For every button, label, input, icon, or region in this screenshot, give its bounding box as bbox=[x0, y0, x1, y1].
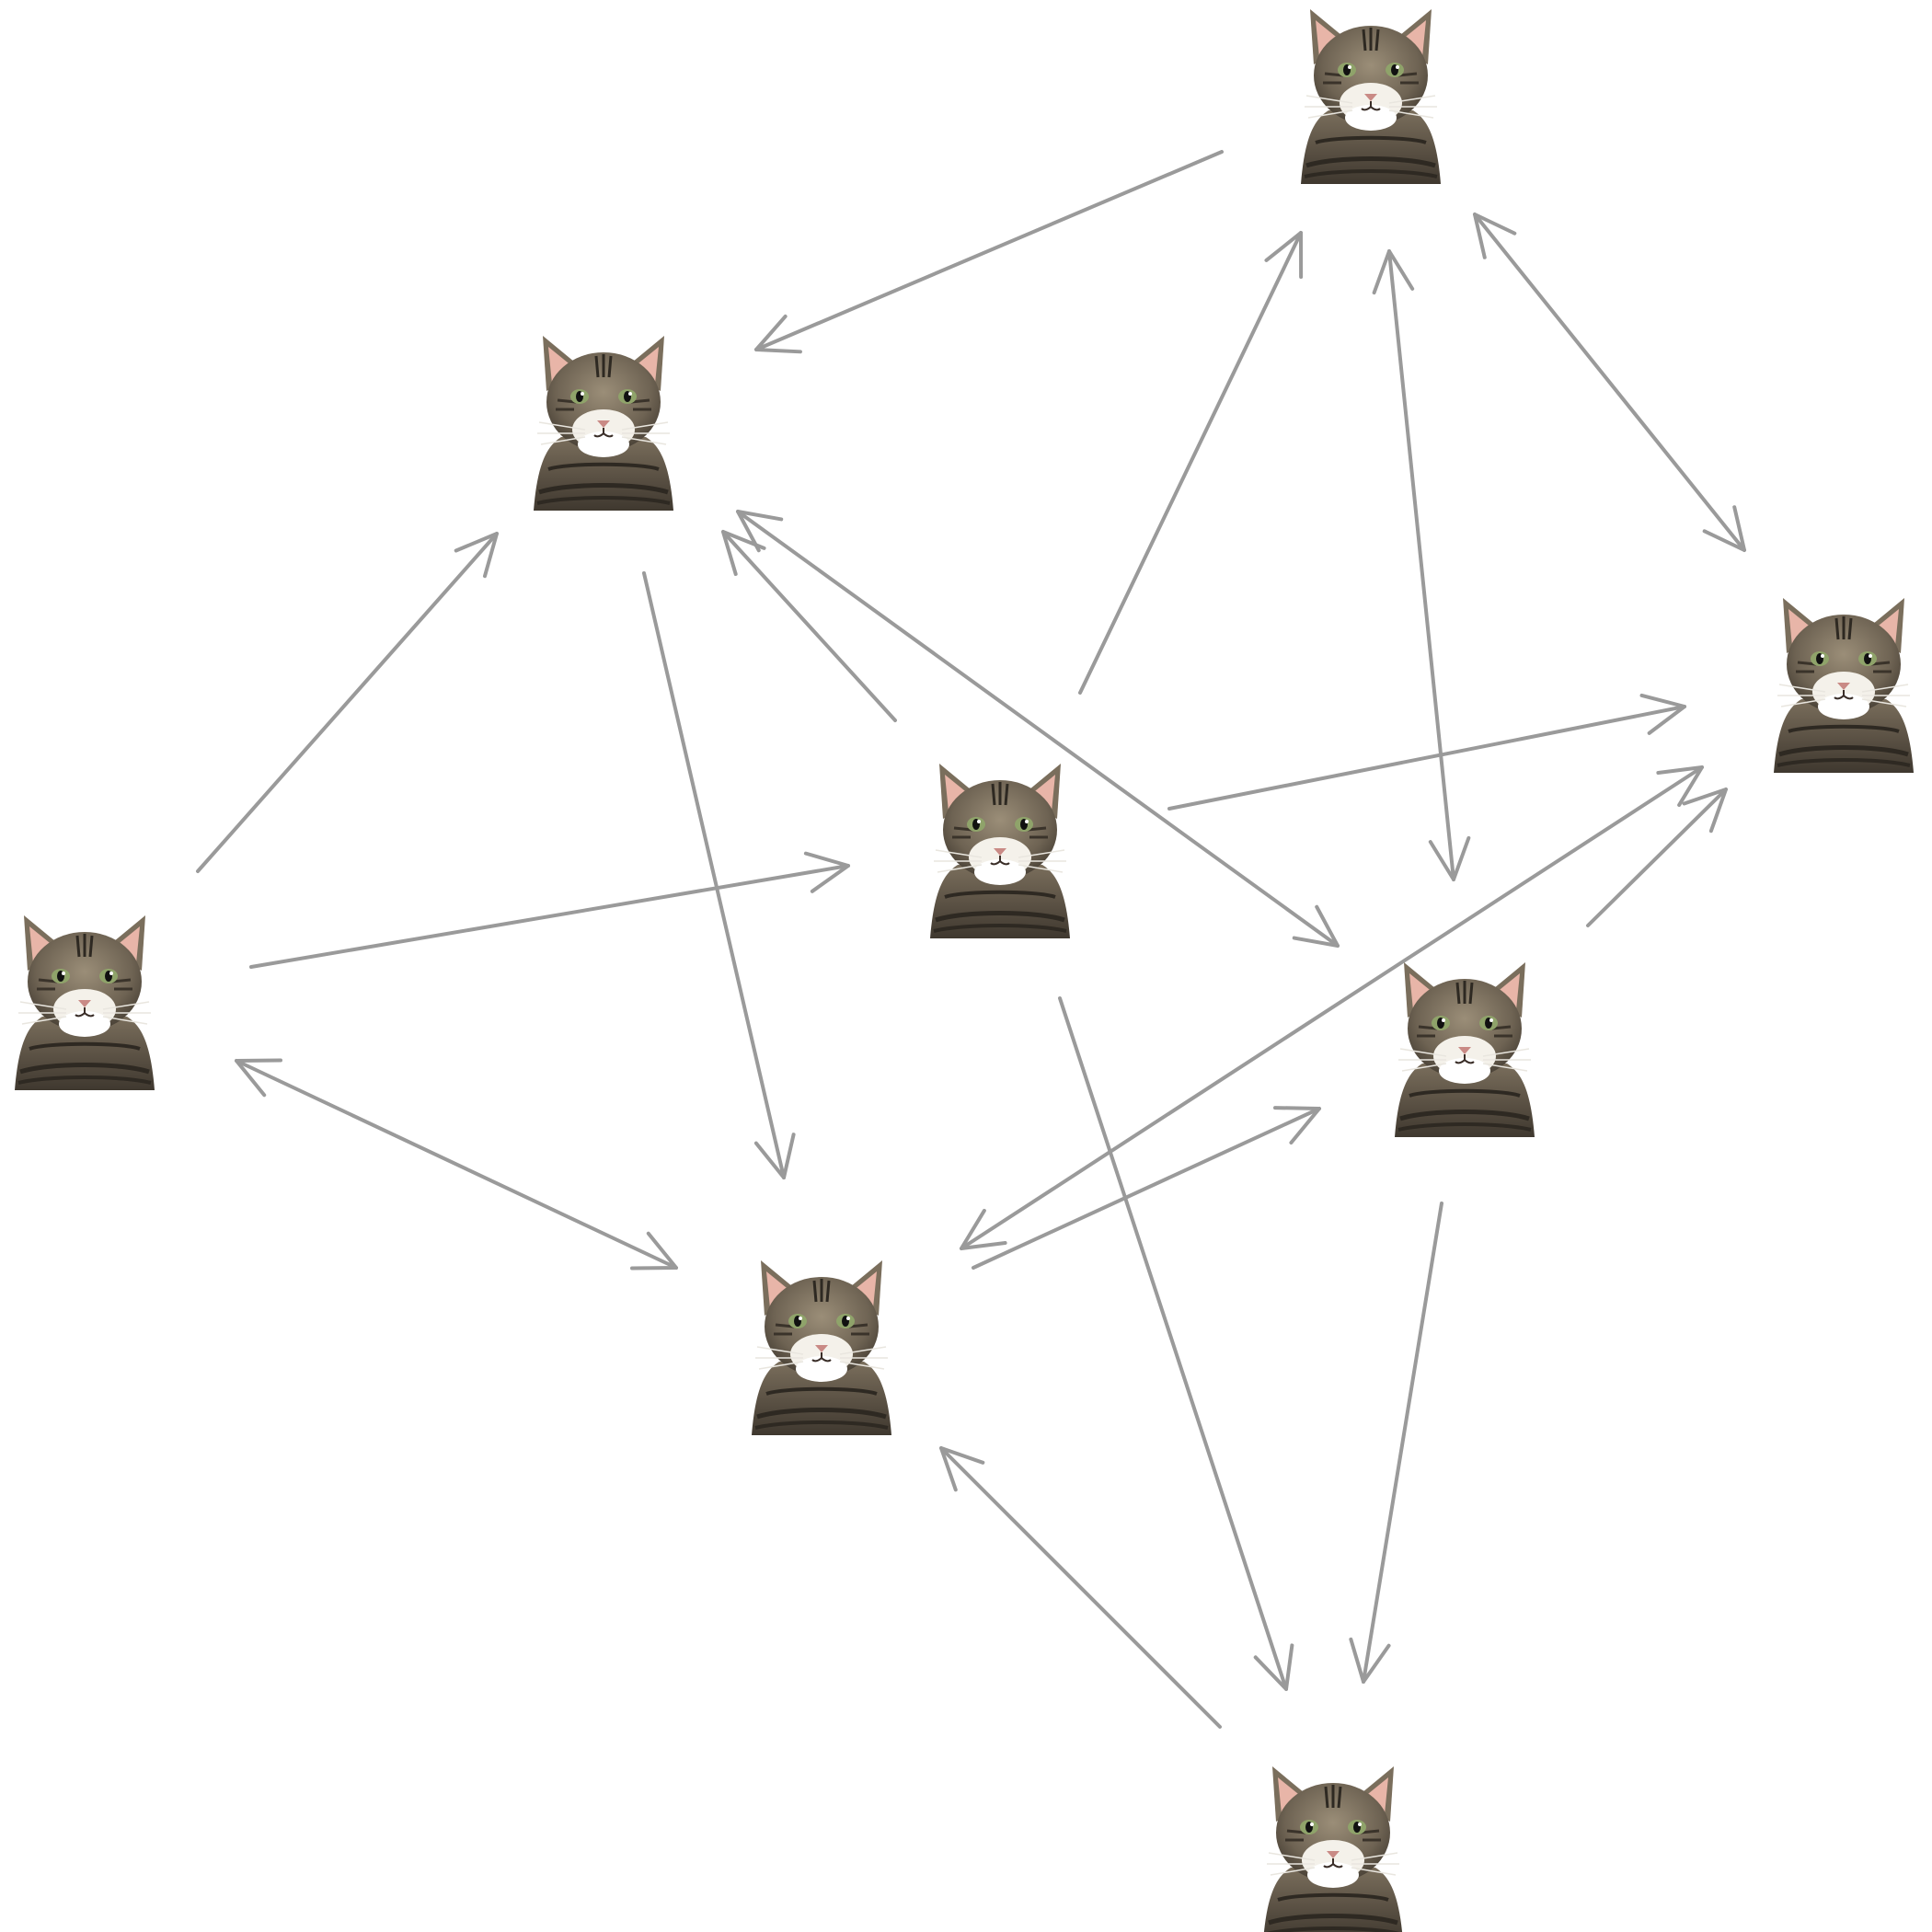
edge-cat-center-to-cat-upper-left bbox=[721, 530, 897, 722]
edge-cat-center-to-cat-top-right bbox=[1078, 231, 1304, 695]
edge-line bbox=[721, 530, 897, 722]
arrowhead-icon bbox=[754, 314, 802, 354]
edge-line bbox=[736, 510, 1340, 948]
edge-line bbox=[1078, 231, 1303, 695]
node-cat-center bbox=[930, 764, 1070, 938]
node-cat-bottom bbox=[1263, 1766, 1403, 1932]
edge-cat-lower-center-to-cat-right-middle bbox=[972, 1106, 1321, 1270]
edge-cat-top-right-to-cat-upper-left bbox=[754, 150, 1224, 354]
edge-cat-center-to-cat-far-right bbox=[1167, 693, 1686, 811]
arrowhead-icon bbox=[1473, 213, 1517, 259]
edge-line bbox=[939, 1446, 1222, 1729]
arrowhead-icon bbox=[753, 1133, 796, 1179]
nodes-layer bbox=[15, 9, 1914, 1932]
edge-cat-far-left-to-cat-lower-center bbox=[235, 1058, 678, 1271]
cat-photo-icon bbox=[534, 336, 673, 511]
edge-line bbox=[960, 765, 1704, 1250]
arrowhead-icon bbox=[1253, 1643, 1294, 1691]
cat-photo-icon bbox=[752, 1260, 891, 1435]
edge-cat-top-right-to-cat-right-middle bbox=[1372, 249, 1471, 881]
node-cat-lower-center bbox=[752, 1260, 891, 1435]
arrowhead-icon bbox=[960, 1208, 1007, 1250]
edge-line bbox=[1167, 705, 1686, 811]
edge-cat-far-left-to-cat-upper-left bbox=[196, 532, 499, 873]
arrowhead-icon bbox=[1292, 904, 1340, 948]
arrowhead-icon bbox=[1264, 231, 1304, 279]
edge-cat-far-left-to-cat-center bbox=[249, 851, 850, 969]
cat-photo-icon bbox=[15, 915, 155, 1090]
edge-line bbox=[1362, 1202, 1443, 1684]
edge-cat-right-middle-to-cat-far-right bbox=[1586, 788, 1728, 927]
arrowhead-icon bbox=[1702, 505, 1746, 552]
edges-layer bbox=[196, 150, 1746, 1729]
cat-photo-icon bbox=[1774, 598, 1914, 773]
edge-cat-far-right-to-cat-lower-center bbox=[960, 765, 1704, 1250]
arrowhead-icon bbox=[721, 530, 766, 577]
edge-line bbox=[1473, 213, 1746, 552]
edge-line bbox=[249, 864, 850, 969]
edge-cat-bottom-to-cat-lower-center bbox=[939, 1446, 1222, 1729]
edge-line bbox=[972, 1107, 1321, 1270]
edge-line bbox=[1586, 788, 1728, 927]
edge-cat-upper-left-to-cat-lower-center bbox=[642, 571, 796, 1179]
node-cat-top-right bbox=[1301, 9, 1441, 184]
arrowhead-icon bbox=[1656, 765, 1704, 808]
arrowhead-icon bbox=[1372, 249, 1415, 295]
arrowhead-icon bbox=[1639, 693, 1686, 735]
cat-photo-icon bbox=[1301, 9, 1441, 184]
arrowhead-icon bbox=[235, 1058, 282, 1098]
cat-photo-icon bbox=[1263, 1766, 1403, 1932]
edge-line bbox=[1058, 996, 1288, 1691]
arrowhead-icon bbox=[1349, 1637, 1391, 1684]
edge-cat-upper-left-to-cat-right-middle bbox=[736, 510, 1340, 948]
edge-line bbox=[196, 532, 499, 873]
node-cat-far-left bbox=[15, 915, 155, 1090]
edge-line bbox=[642, 571, 786, 1179]
edge-line bbox=[754, 150, 1224, 351]
node-cat-far-right bbox=[1774, 598, 1914, 773]
arrowhead-icon bbox=[454, 532, 499, 579]
edge-cat-center-to-cat-bottom bbox=[1058, 996, 1294, 1691]
node-cat-upper-left bbox=[534, 336, 673, 511]
node-cat-right-middle bbox=[1395, 962, 1535, 1137]
edge-line bbox=[235, 1059, 678, 1270]
arrowhead-icon bbox=[630, 1231, 678, 1271]
arrowhead-icon bbox=[1682, 788, 1728, 834]
arrowhead-icon bbox=[736, 510, 784, 553]
arrowhead-icon bbox=[1273, 1106, 1321, 1145]
cat-photo-icon bbox=[930, 764, 1070, 938]
arrowhead-icon bbox=[939, 1446, 985, 1492]
arrowhead-icon bbox=[1428, 835, 1471, 881]
arrowhead-icon bbox=[803, 851, 850, 893]
cat-photo-icon bbox=[1395, 962, 1535, 1137]
edge-cat-right-middle-to-cat-bottom bbox=[1349, 1202, 1443, 1684]
edge-line bbox=[1387, 249, 1455, 881]
edge-cat-top-right-to-cat-far-right bbox=[1473, 213, 1746, 552]
